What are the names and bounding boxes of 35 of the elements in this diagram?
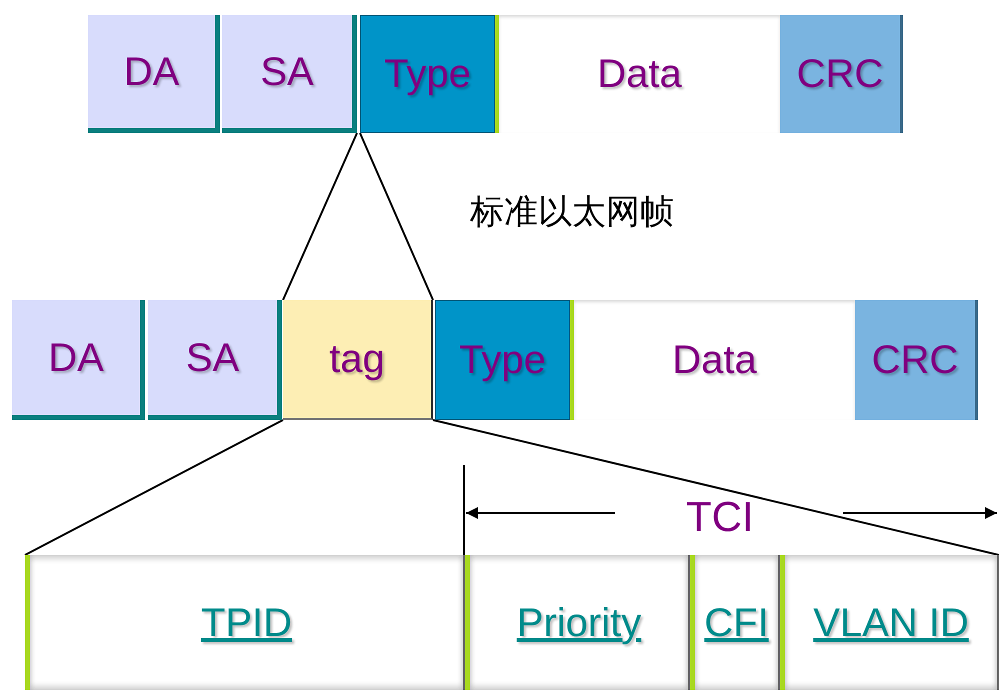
data-field-box	[570, 300, 855, 420]
crc-field-box	[855, 300, 978, 420]
tag-field-box	[283, 300, 433, 420]
field-label: CFI	[704, 602, 769, 642]
address-field-box	[12, 300, 145, 420]
field-label: VLAN ID	[813, 602, 969, 642]
field-label: DA	[124, 52, 180, 92]
expansion-line	[432, 419, 999, 556]
field-label: Type	[384, 54, 471, 94]
address-field-box	[88, 15, 220, 133]
dimension-label: TCI	[686, 496, 754, 538]
data-field-box	[495, 15, 780, 133]
field-label: CRC	[872, 340, 958, 380]
address-field-box	[222, 15, 357, 133]
tag-subfield-box	[465, 555, 690, 690]
field-label: SA	[260, 52, 314, 92]
expansion-line	[24, 419, 284, 556]
address-field-box	[148, 300, 282, 420]
field-label: Data	[597, 54, 682, 94]
field-label: SA	[186, 338, 240, 378]
field-label: tag	[329, 339, 385, 379]
tag-subfield-box	[25, 555, 465, 690]
type-field-box	[435, 300, 570, 420]
crc-field-box	[780, 15, 903, 133]
caption-text: 标准以太网帧	[470, 195, 674, 229]
field-label: Data	[672, 340, 757, 380]
field-label: DA	[48, 338, 104, 378]
expansion-line	[359, 132, 434, 300]
type-field-box	[360, 15, 495, 133]
field-label: Priority	[516, 602, 642, 642]
tag-subfield-box	[690, 555, 780, 690]
field-label: Type	[459, 340, 546, 380]
field-label: TPID	[200, 602, 292, 642]
field-label: CRC	[796, 54, 884, 94]
tag-subfield-box	[780, 555, 999, 690]
